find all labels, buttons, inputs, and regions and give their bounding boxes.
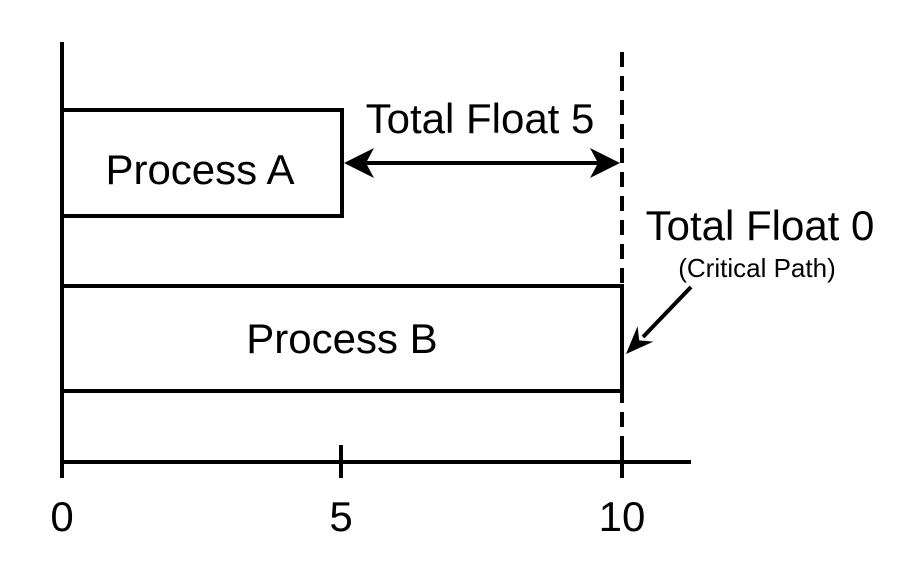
- arrowhead-left-icon: [344, 148, 374, 178]
- process-b-bar: [60, 284, 624, 393]
- critical-path-arrow: [626, 285, 693, 354]
- x-tick-label-10: 10: [599, 493, 646, 540]
- process-b-label: Process B: [246, 315, 437, 362]
- process-a-bar: [60, 108, 344, 218]
- process-a-bar-group: Process A: [60, 108, 344, 218]
- axes: 0 5 10: [50, 42, 691, 540]
- arrowhead-right-icon: [590, 148, 620, 178]
- callout-arrow-shaft: [641, 285, 693, 339]
- total-float-5-label: Total Float 5: [366, 95, 595, 142]
- total-float-0-label: Total Float 0: [646, 202, 875, 249]
- x-tick-label-0: 0: [50, 493, 73, 540]
- critical-path-label: (Critical Path): [678, 253, 835, 283]
- process-b-bar-group: Process B: [60, 284, 624, 393]
- x-tick-label-5: 5: [329, 493, 352, 540]
- arrowhead-down-left-icon: [626, 326, 654, 354]
- total-float-5-arrow: [344, 148, 620, 178]
- process-a-label: Process A: [105, 146, 294, 193]
